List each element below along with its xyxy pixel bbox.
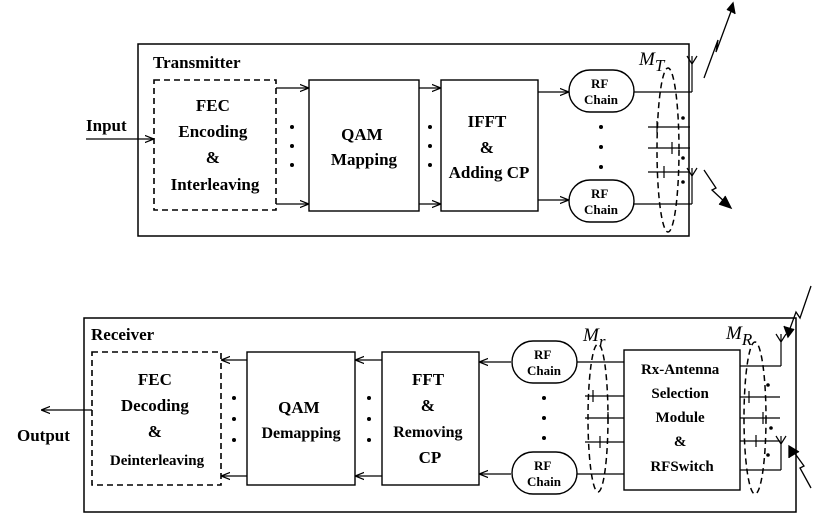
fft-text: FFT & Removing CP [393,370,467,467]
antenna-group-ellipse [656,67,680,233]
rx-rf-chain-bottom-text: RF Chain [527,458,562,489]
receiver-section: Receiver Output FEC Decoding & Deinterle… [17,285,812,513]
transmitter-frame [137,43,690,237]
rf-chain-top [568,69,635,113]
tx-radio-wave-top-icon [703,1,736,79]
qam-demapping-text: QAM Demapping [261,398,340,442]
qam-mapping-text: QAM Mapping [331,125,398,169]
qam-demapping-block [246,351,356,486]
input-label: Input [86,116,127,135]
fec-encoding-text: FEC Encoding & Interleaving [171,96,260,194]
output-label: Output [17,426,70,445]
ellipsis-dots [681,116,685,184]
fec-decoding-block [91,351,222,486]
rx-switch-crossings [585,390,624,448]
rx-antenna-bottom-icon [775,435,787,470]
tx-antenna-bottom-icon [686,167,698,204]
rx-rf-label: Mr [582,325,606,351]
rx-radio-wave-bottom-icon [788,444,812,489]
ellipsis-dots [367,396,371,442]
rf-chain-bottom [568,179,635,223]
rx-radio-wave-top-icon [783,285,812,339]
rx-antenna-group-ellipse [743,341,767,495]
switch-crossings [648,121,690,178]
fft-block [381,351,480,486]
qam-mapping-block [308,79,420,212]
receiver-frame [83,317,797,513]
ellipsis-dots [599,125,603,169]
ellipsis-dots [542,396,546,440]
rx-antenna-top-icon [775,333,787,366]
fec-decoding-text: FEC Decoding & Deinterleaving [110,370,205,469]
ellipsis-dots [428,125,432,167]
ifft-block [440,79,539,212]
tx-antenna-top-icon [686,55,698,92]
rf-chain-top-text: RF Chain [584,76,619,107]
rf-group-ellipse [587,343,609,493]
rx-antenna-selection-text: Rx-Antenna Selection Module & RFSwitch [641,362,723,475]
fec-encoding-block [153,79,277,211]
ellipsis-dots [232,396,236,442]
receiver-title: Receiver [91,325,155,344]
rx-rf-chain-top-text: RF Chain [527,347,562,378]
rx-rf-chain-bottom [511,451,578,495]
ellipsis-dots [290,125,294,167]
ifft-text: IFFT & Adding CP [449,112,530,182]
rx-antenna-selection-block [623,349,741,491]
ellipsis-dots [766,383,773,457]
rf-chain-bottom-text: RF Chain [584,186,619,217]
tx-antenna-label: MT [638,49,666,75]
transmitter-title: Transmitter [153,53,241,72]
rx-antenna-crossings [740,391,780,447]
transmitter-section: Transmitter Input FEC Encoding & Interle… [86,1,736,237]
tx-radio-wave-bottom-icon [703,169,733,210]
rx-antenna-label: MR [725,323,753,349]
